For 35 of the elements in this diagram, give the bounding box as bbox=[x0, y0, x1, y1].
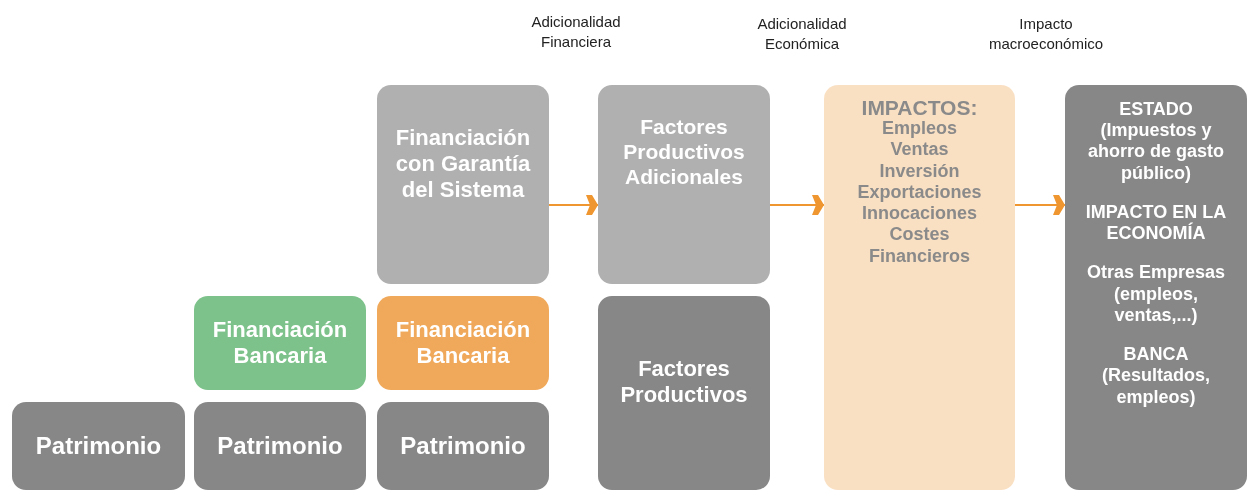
block-title: Financiación Bancaria bbox=[394, 317, 532, 369]
block-text: (empleos, ventas,...) bbox=[1113, 283, 1199, 327]
block-box bbox=[12, 402, 185, 490]
block-text: Inversión bbox=[879, 160, 960, 182]
stage-label: Adicionalidad Económica bbox=[756, 14, 848, 54]
block-text: Costes Financieros bbox=[868, 224, 971, 267]
block-box bbox=[377, 402, 549, 490]
block-title: Patrimonio bbox=[217, 431, 343, 461]
block-text: BANCA bbox=[1123, 344, 1189, 366]
stage-label: Adicionalidad Financiera bbox=[530, 12, 622, 52]
block-title: Patrimonio bbox=[400, 431, 526, 461]
block-title: Financiación con Garantía del Sistema bbox=[394, 125, 532, 203]
block-box bbox=[194, 296, 366, 390]
block-title: ESTADO bbox=[1119, 99, 1193, 121]
block-box bbox=[194, 402, 366, 490]
block-title: IMPACTOS: bbox=[861, 97, 978, 119]
block-title: Factores Productivos bbox=[619, 356, 749, 408]
block-text: (Impuestos y ahorro de gasto público) bbox=[1087, 120, 1225, 184]
block-text: (Resultados, empleos) bbox=[1101, 365, 1211, 408]
block-box bbox=[598, 85, 770, 284]
block-text: Empleos bbox=[882, 118, 957, 140]
block-box bbox=[377, 85, 549, 284]
block-text: Ventas bbox=[890, 139, 949, 161]
block-box bbox=[598, 296, 770, 490]
block-text: Innocaciones bbox=[862, 203, 977, 225]
impact-list-panel bbox=[824, 85, 1015, 490]
impact-result-panel bbox=[1065, 85, 1247, 490]
block-title: Patrimonio bbox=[35, 431, 162, 461]
block-box bbox=[377, 296, 549, 390]
block-text: Otras Empresas bbox=[1086, 262, 1226, 284]
stage-label: Impacto macroeconómico bbox=[987, 14, 1105, 54]
block-text: IMPACTO EN LA ECONOMÍA bbox=[1084, 201, 1228, 245]
block-title: Financiación Bancaria bbox=[211, 317, 349, 369]
block-title: Factores Productivos Adicionales bbox=[622, 115, 746, 190]
block-text: Exportaciones bbox=[857, 181, 982, 204]
